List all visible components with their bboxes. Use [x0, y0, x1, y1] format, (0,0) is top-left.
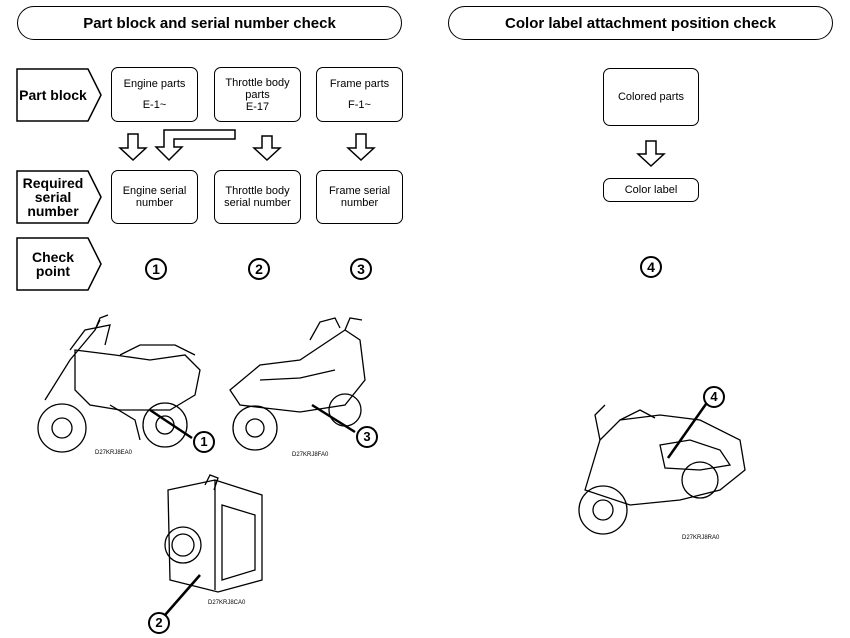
callout-marker-3 [356, 426, 378, 448]
row-label-part-block: Part block [16, 68, 102, 122]
check-point-2: 2 [248, 258, 270, 280]
arrow-tag-shape [16, 170, 102, 224]
callout-number-4: 4 [710, 389, 718, 404]
flow-arrow-down [346, 133, 376, 162]
scooter-right-illustration [578, 403, 746, 535]
row-label-serial-number: Required serial number [16, 170, 102, 224]
scooter-left-illustration [37, 314, 201, 453]
callout-marker-4 [703, 386, 725, 408]
colored-parts-text: Colored parts [617, 91, 685, 103]
serial-number-engine: Engine serial number [111, 170, 198, 224]
flow-arrow-down [252, 135, 282, 162]
callout-marker-2 [148, 612, 170, 634]
part-block-engine: Engine parts E-1~ [111, 67, 198, 122]
check-point-3: 3 [350, 258, 372, 280]
part-block-frame: Frame parts F-1~ [316, 67, 403, 122]
part-block-code: E-1~ [142, 99, 167, 111]
illustration-code: D27KRJ8CA0 [208, 600, 246, 606]
serial-number-text: Throttle body serial number [224, 185, 291, 209]
arrow-tag-shape [16, 68, 102, 122]
scooter-rear-illustration [229, 317, 366, 451]
part-block-header: Part block and serial number check [17, 6, 402, 40]
serial-number-text: Frame serial number [328, 185, 391, 209]
part-block-throttle-body: Throttle body parts E-17 [214, 67, 301, 122]
color-label-text: Color label [624, 184, 678, 196]
callout-marker-1 [193, 431, 215, 453]
flow-arrow-bent [154, 129, 236, 162]
illustration-code: D27KRJ8FA0 [292, 452, 329, 458]
part-block-header-title: Part block and serial number check [83, 14, 336, 32]
callout-number-3: 3 [363, 429, 371, 444]
check-point-4: 4 [640, 256, 662, 278]
arrow-tag-shape [16, 237, 102, 291]
row-label-text: Check point [31, 249, 75, 279]
check-point-1: 1 [145, 258, 167, 280]
part-block-code: E-17 [245, 100, 270, 113]
serial-number-frame: Frame serial number [316, 170, 403, 224]
illustration-code: D27KRJ8EA0 [95, 450, 133, 456]
part-block-name: Engine parts [123, 78, 186, 90]
callout-number-1: 1 [200, 434, 208, 449]
row-label-check-point: Check point [16, 237, 102, 291]
color-label-box: Color label [603, 178, 699, 202]
callout-number-2: 2 [155, 615, 163, 630]
row-label-text: Part block [19, 87, 87, 103]
row-label-text: Required serial number [22, 175, 84, 219]
flow-arrow-down [636, 140, 666, 168]
part-block-name: Frame parts [329, 78, 390, 90]
part-block-code: F-1~ [348, 99, 371, 111]
colored-parts-box: Colored parts [603, 68, 699, 126]
part-block-name: Throttle body parts [225, 76, 290, 101]
color-label-header-title: Color label attachment position check [505, 14, 776, 32]
serial-number-throttle-body: Throttle body serial number [214, 170, 301, 224]
illustration-code: D27KRJ8RA0 [682, 535, 720, 541]
throttle-body-illustration [164, 474, 263, 616]
color-label-header: Color label attachment position check [448, 6, 833, 40]
flow-arrow-down [118, 133, 148, 162]
serial-number-text: Engine serial number [122, 185, 187, 209]
